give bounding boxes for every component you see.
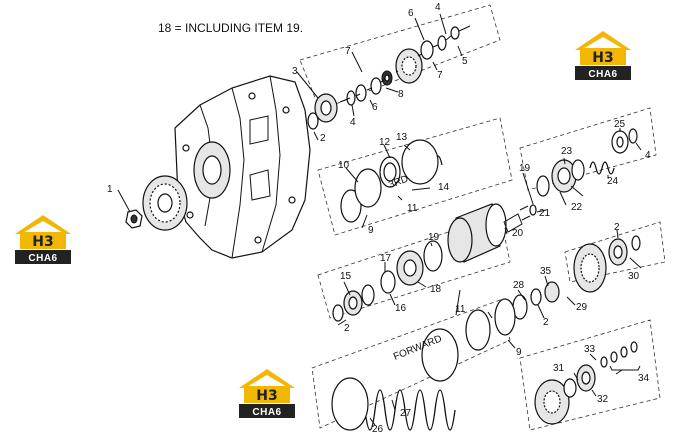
logo-letters: H3 bbox=[32, 234, 53, 250]
logo-letters: H3 bbox=[592, 50, 613, 66]
callout-4-right: 4 bbox=[645, 150, 651, 161]
watermark-logo-left: H3 CHA6 bbox=[12, 212, 74, 266]
callout-7-left: 7 bbox=[345, 46, 351, 57]
callout-17: 17 bbox=[380, 253, 392, 264]
item-20-clutch-shaft bbox=[447, 203, 537, 263]
logo-brand-bar bbox=[575, 66, 631, 80]
group-box-bottom bbox=[311, 299, 511, 429]
right-mid-group-parts bbox=[512, 235, 641, 320]
callout-35: 35 bbox=[540, 266, 552, 277]
callout-31: 31 bbox=[553, 363, 565, 374]
callout-2-lower-left: 2 bbox=[344, 323, 350, 334]
callout-32: 32 bbox=[597, 394, 609, 405]
callout-13: 13 bbox=[396, 132, 408, 143]
callout-19-upper: 19 bbox=[519, 163, 531, 174]
callout-3: 3 bbox=[292, 66, 298, 77]
callout-27: 27 bbox=[400, 408, 412, 419]
callout-24: 24 bbox=[607, 176, 619, 187]
callout-16: 16 bbox=[395, 303, 407, 314]
logo-brand: CHA6 bbox=[252, 407, 281, 418]
callout-4-top: 4 bbox=[350, 117, 356, 128]
callout-28: 28 bbox=[513, 280, 525, 291]
callout-11-lower: 11 bbox=[455, 304, 466, 315]
callout-14: 14 bbox=[438, 182, 450, 193]
callout-25: 25 bbox=[614, 119, 626, 130]
group-box-right-bottom bbox=[519, 319, 661, 431]
callout-6-left: 6 bbox=[372, 102, 378, 113]
bottom-group-parts: FORWARD bbox=[331, 298, 516, 431]
top-group-parts bbox=[307, 25, 471, 130]
group-box-lower-mid bbox=[317, 214, 511, 319]
callout-21: 21 bbox=[539, 208, 551, 219]
transmission-housing bbox=[174, 75, 311, 259]
callout-numbers: 1 3 2 4 7 6 8 6 4 7 5 10 9 12 13 11 14 1… bbox=[107, 2, 651, 435]
callout-1: 1 bbox=[107, 184, 113, 195]
group-box-upper-mid bbox=[317, 117, 513, 236]
callout-2-top: 2 bbox=[320, 133, 326, 144]
group-box-top bbox=[299, 4, 501, 111]
callout-30: 30 bbox=[628, 271, 640, 282]
right-bottom-group-parts bbox=[534, 341, 641, 425]
logo-letters: H3 bbox=[256, 388, 277, 404]
item-1-flywheel-gear bbox=[125, 175, 188, 231]
callout-7-right: 7 bbox=[437, 70, 443, 81]
callout-26: 26 bbox=[372, 424, 384, 435]
group-box-right-mid bbox=[564, 221, 666, 283]
callout-22: 22 bbox=[571, 202, 583, 213]
right-top-group-parts bbox=[536, 128, 638, 197]
group-box-right-top bbox=[519, 107, 657, 191]
callout-6-right: 6 bbox=[408, 8, 414, 19]
callout-12: 12 bbox=[379, 137, 391, 148]
callout-8: 8 bbox=[398, 89, 404, 100]
lower-mid-group-parts bbox=[332, 240, 443, 322]
callout-2-lower-mid: 2 bbox=[543, 317, 549, 328]
callout-23: 23 bbox=[561, 146, 573, 157]
callout-33: 33 bbox=[584, 344, 596, 355]
callout-5: 5 bbox=[462, 56, 468, 67]
callout-2-right: 2 bbox=[614, 222, 620, 233]
diagram-note: 18 = INCLUDING ITEM 19. bbox=[158, 21, 303, 35]
watermark-logo-bottom: H3 CHA6 bbox=[236, 366, 298, 420]
callout-11-upper: 11 bbox=[407, 203, 418, 214]
callout-34: 34 bbox=[638, 373, 650, 384]
group-boxes bbox=[299, 4, 666, 431]
callout-15: 15 bbox=[340, 271, 352, 282]
callout-9-upper: 9 bbox=[368, 225, 374, 236]
callout-10: 10 bbox=[338, 160, 350, 171]
callout-29: 29 bbox=[576, 302, 588, 313]
watermark-logo-top-right: H3 CHA6 bbox=[572, 28, 634, 82]
callout-18: 18 bbox=[430, 284, 442, 295]
callout-9-lower: 9 bbox=[516, 347, 522, 358]
callout-19-lower: 19 bbox=[428, 232, 440, 243]
callout-4-top-right: 4 bbox=[435, 2, 441, 13]
logo-roof bbox=[575, 31, 631, 50]
logo-brand: CHA6 bbox=[588, 69, 617, 80]
callout-20: 20 bbox=[512, 228, 524, 239]
leader-lines bbox=[117, 13, 642, 426]
logo-brand: CHA6 bbox=[28, 253, 57, 264]
upper-mid-group-parts: 3RD bbox=[340, 139, 443, 223]
